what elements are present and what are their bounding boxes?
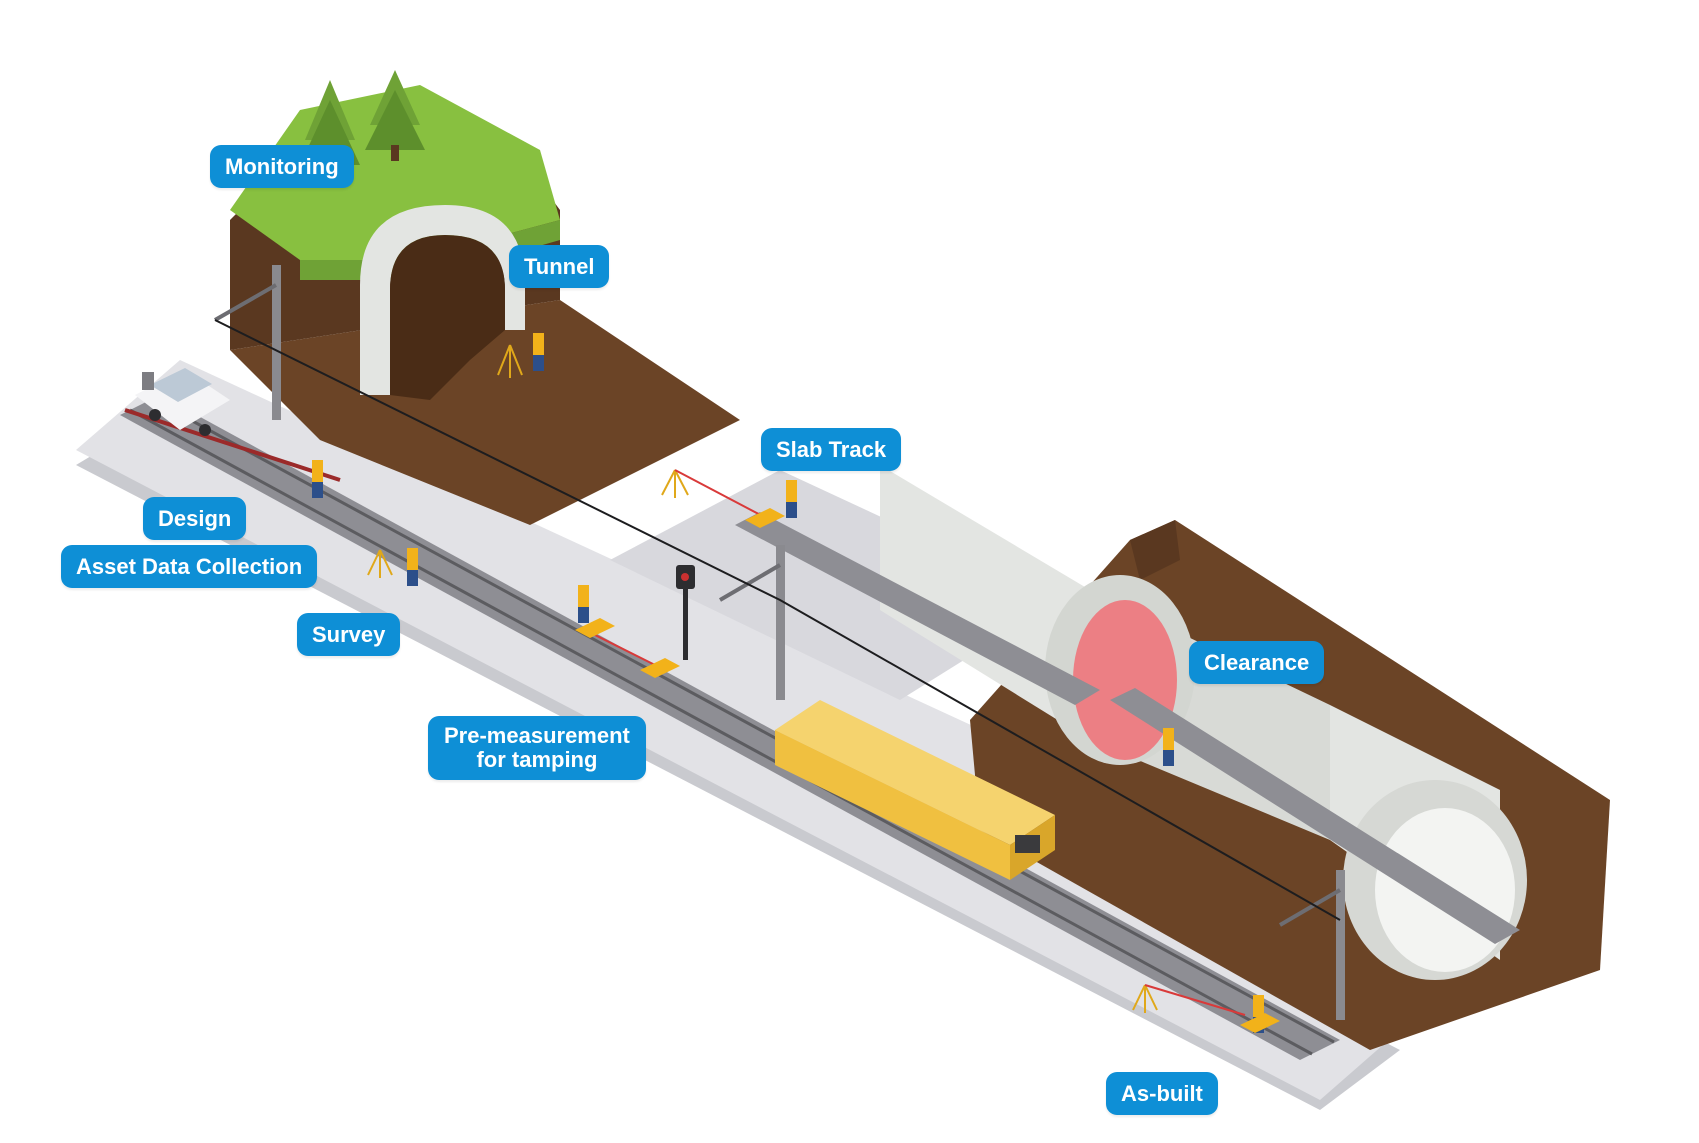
- tunnel-label: Tunnel: [509, 245, 610, 288]
- tamping-machine-icon: [775, 700, 1055, 880]
- tripod-icon: [367, 344, 1158, 1013]
- red-track-segment: [124, 408, 341, 482]
- clearance-label: Clearance: [1189, 641, 1325, 684]
- main-track: [120, 395, 1340, 1060]
- design-label: Design: [143, 497, 247, 540]
- measuring-trolleys: [575, 508, 1280, 1033]
- tunnel-tubes: [880, 465, 1527, 980]
- pre-measurement-line2: for tamping: [476, 747, 598, 772]
- road-rail-vehicle-icon: [135, 368, 230, 436]
- pre-measurement-label: Pre-measurement for tamping: [428, 716, 646, 780]
- catenary-mast-icon: [214, 265, 1345, 1020]
- pre-measurement-line1: Pre-measurement: [444, 723, 630, 748]
- tunnel-portal: [360, 205, 525, 400]
- rail-signal-icon: [676, 565, 695, 660]
- asset-data-collection-label: Asset Data Collection: [61, 545, 318, 588]
- as-built-label: As-built: [1106, 1072, 1218, 1115]
- upper-track: [735, 512, 1520, 944]
- slab-track-label: Slab Track: [761, 428, 902, 471]
- surveyor-icon: [312, 333, 1264, 1033]
- survey-label: Survey: [297, 613, 401, 656]
- monitoring-label: Monitoring: [210, 145, 354, 188]
